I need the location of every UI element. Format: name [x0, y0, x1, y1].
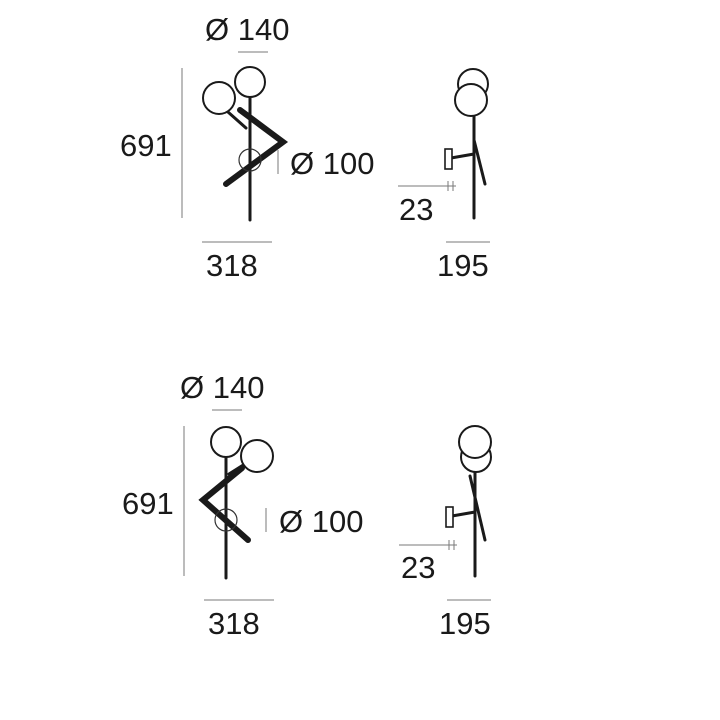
- lamp-side-drawing: [444, 68, 489, 220]
- side-globe-front: [454, 83, 488, 117]
- depth-label: 195: [439, 606, 491, 641]
- side-arm: [472, 138, 487, 186]
- front-view-top: Ø 140 691 Ø 100 318: [120, 12, 374, 283]
- width-label: 318: [208, 606, 260, 641]
- globe-top: [210, 426, 242, 458]
- height-label: 691: [120, 128, 172, 163]
- wall-plate: [445, 506, 454, 528]
- wall-bracket-arm: [450, 510, 477, 518]
- width-label: 318: [206, 248, 258, 283]
- wall-bracket-arm: [449, 152, 476, 160]
- side-arm: [468, 474, 487, 542]
- lamp-front-drawing: [198, 426, 274, 580]
- lower-globe-diameter-label: Ø 100: [290, 146, 374, 181]
- globe-top: [234, 66, 266, 98]
- wall-offset-label: 23: [399, 192, 433, 227]
- zigzag-arm: [198, 465, 251, 543]
- side-globe-stem: [226, 110, 248, 130]
- side-view-top: 23 195: [398, 68, 490, 283]
- height-label: 691: [122, 486, 174, 521]
- lower-globe-outline: [238, 148, 262, 172]
- lower-globe-diameter-label: Ø 100: [279, 504, 363, 539]
- zigzag-arm: [223, 107, 289, 187]
- globe-diameter-label: Ø 140: [205, 12, 289, 47]
- wall-plate: [444, 148, 453, 170]
- side-globe-front: [458, 425, 492, 459]
- front-view-bottom: Ø 140 691 Ø 100 318: [122, 370, 363, 641]
- globe-diameter-label: Ø 140: [180, 370, 264, 405]
- side-view-bottom: 23 195: [399, 425, 492, 641]
- lamp-side-drawing: [445, 425, 492, 578]
- lower-globe-outline: [214, 508, 238, 532]
- wall-offset-label: 23: [401, 550, 435, 585]
- globe-left: [202, 81, 236, 115]
- globe-right: [240, 439, 274, 473]
- depth-label: 195: [437, 248, 489, 283]
- lamp-front-drawing: [202, 66, 289, 222]
